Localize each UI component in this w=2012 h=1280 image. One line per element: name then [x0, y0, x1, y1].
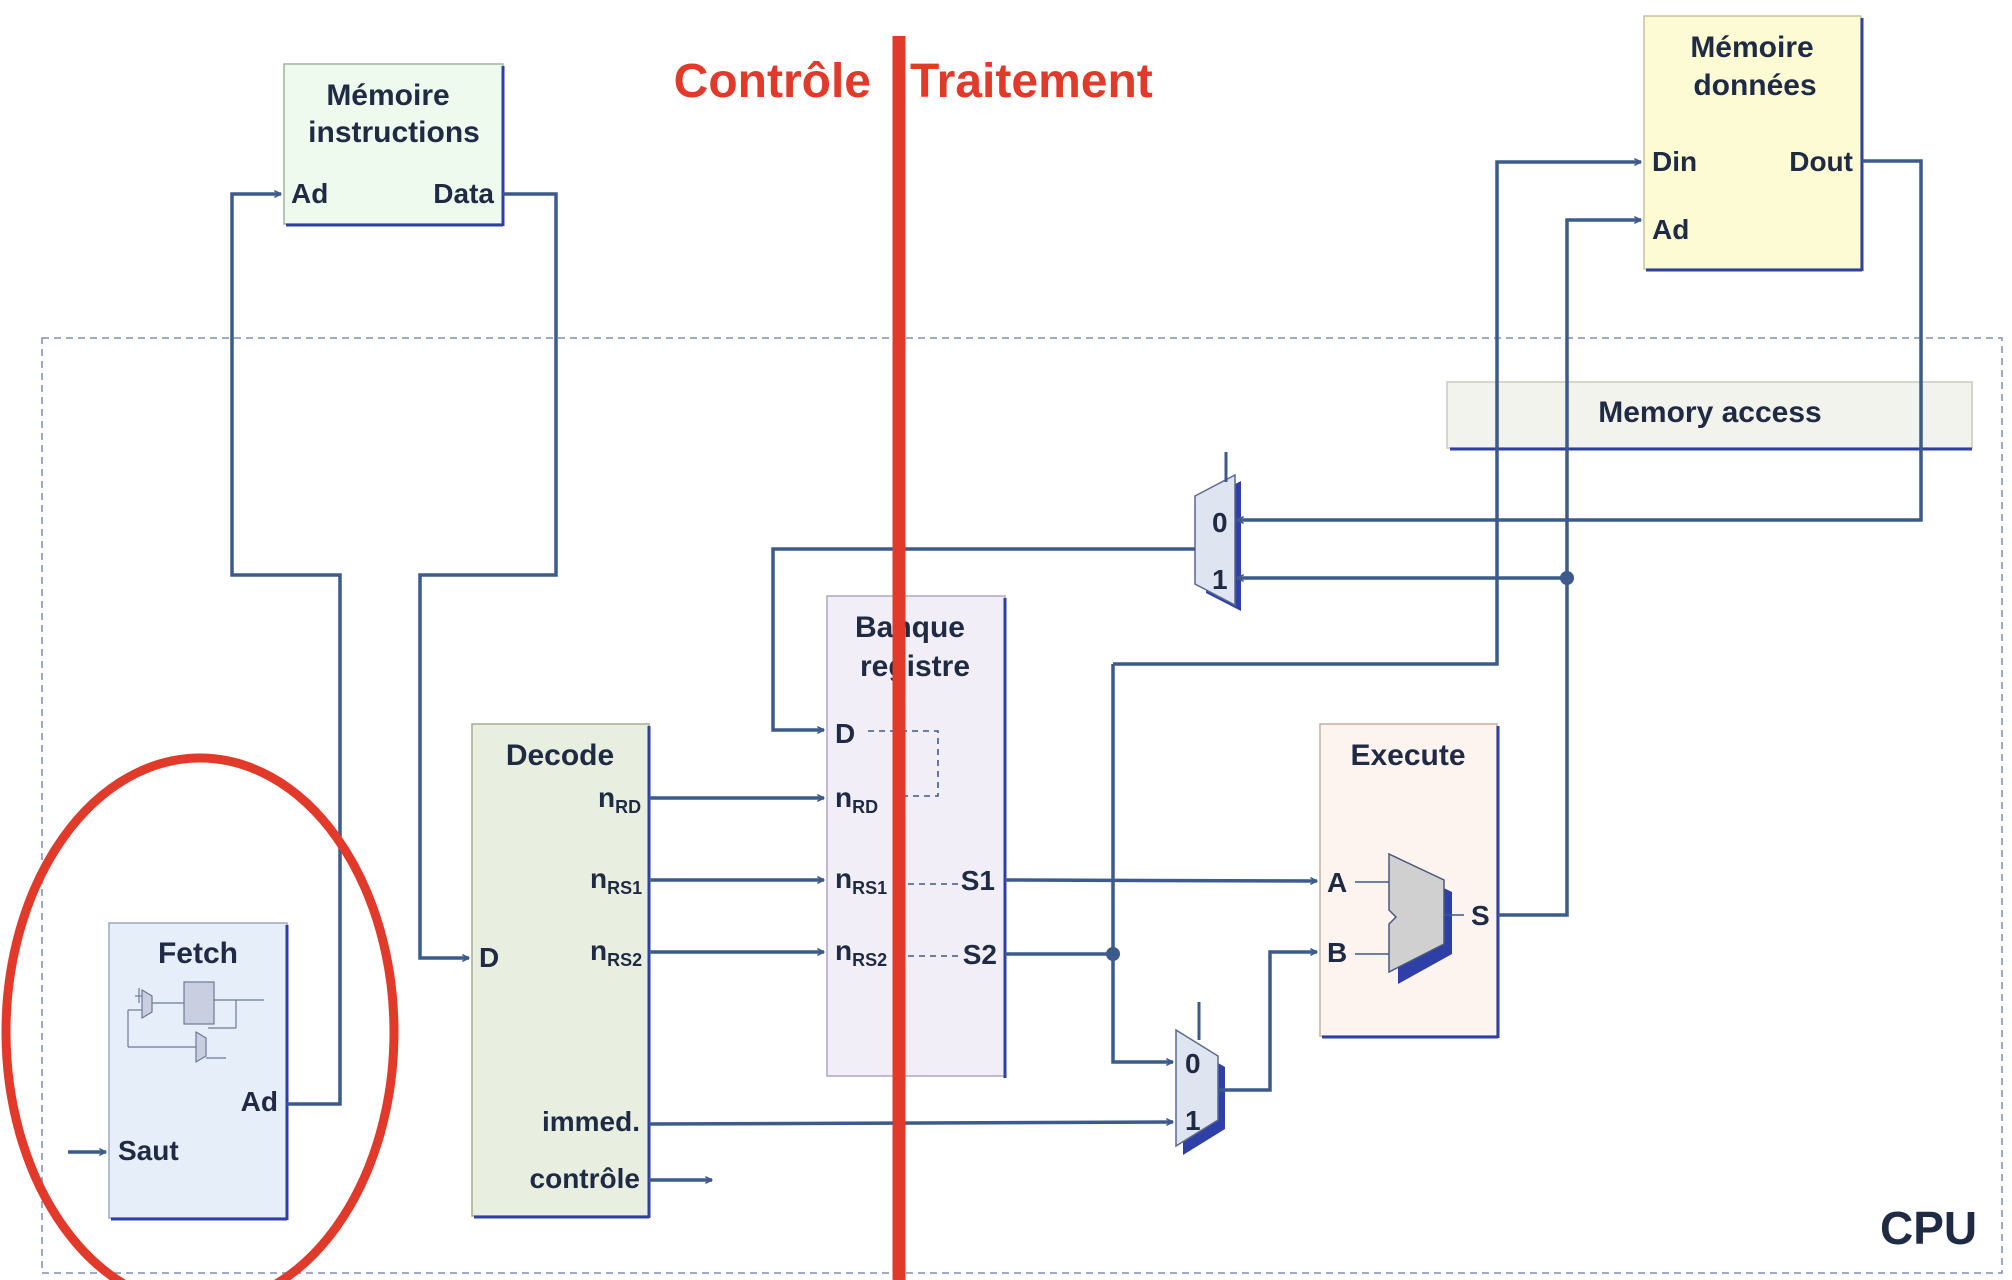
regbank-title-1: Banque — [855, 611, 965, 644]
regbank-port-s1: S1 — [961, 865, 995, 896]
decode-port-immed: immed. — [542, 1106, 640, 1137]
cpu-label: CPU — [1880, 1202, 1977, 1254]
data-memory: Mémoire données Din Dout Ad — [1643, 15, 1864, 272]
instr-memory-title-2: instructions — [308, 116, 480, 149]
operand-mux: 0 1 — [1175, 1002, 1225, 1155]
writeback-mux-in0: 0 — [1212, 507, 1228, 538]
wire-fetch-to-instr-mem — [230, 194, 342, 1106]
data-memory-port-ad: Ad — [1652, 214, 1689, 245]
regbank-port-nrs1: nRS1 — [835, 863, 887, 898]
fetch-port-saut: Saut — [118, 1135, 179, 1166]
fetch-mini-schematic — [127, 981, 264, 1064]
operand-mux-in1: 1 — [1185, 1105, 1201, 1136]
cpu-boundary — [41, 337, 2003, 1274]
decode-port-d: D — [479, 942, 499, 973]
data-memory-title-1: Mémoire — [1690, 31, 1813, 64]
decode-port-nrs1: nRS1 — [590, 863, 642, 898]
wires — [68, 159, 1923, 1180]
decode-block: Decode D nRD nRS1 nRS2 immed. contrôle — [471, 723, 651, 1219]
regbank-port-d: D — [835, 718, 855, 749]
register-bank: Banque registre D nRD nRS1 nRS2 S1 S2 — [826, 595, 1007, 1078]
instr-memory-port-data: Data — [433, 178, 494, 209]
regbank-port-nrs2: nRS2 — [835, 935, 887, 970]
operand-mux-in0: 0 — [1185, 1048, 1201, 1079]
execute-port-s: S — [1471, 900, 1490, 931]
wire-immed — [648, 1122, 1173, 1124]
data-memory-title-2: données — [1693, 69, 1816, 102]
decode-port-controle: contrôle — [530, 1163, 640, 1194]
data-memory-port-din: Din — [1652, 146, 1697, 177]
execute-port-a: A — [1327, 867, 1347, 898]
regbank-title-2: registre — [860, 650, 970, 683]
instr-memory-title-1: Mémoire — [326, 79, 449, 112]
writeback-mux-in1: 1 — [1212, 564, 1228, 595]
instruction-memory: Mémoire instructions Ad Data — [283, 63, 505, 227]
decode-title: Decode — [506, 739, 614, 772]
wire-instr-data-to-decode — [418, 192, 558, 958]
fetch-block: Fetch Ad Saut — [108, 922, 289, 1221]
fetch-title: Fetch — [158, 937, 238, 970]
execute-title: Execute — [1350, 739, 1465, 772]
wire-s2-to-mux0 — [1111, 664, 1173, 1062]
fetch-highlight-circle — [1, 753, 399, 1280]
processing-label: Traitement — [910, 55, 1153, 108]
memory-access-title: Memory access — [1598, 396, 1821, 429]
writeback-mux: 0 1 — [1194, 452, 1241, 611]
execute-block: Execute A B S — [1319, 723, 1500, 1039]
alu-icon — [1355, 852, 1464, 984]
memory-access-band — [1446, 381, 1973, 449]
decode-port-nrs2: nRS2 — [590, 935, 642, 970]
execute-port-b: B — [1327, 937, 1347, 968]
junction-alu — [1560, 571, 1574, 585]
wire-dout-to-mux0 — [1237, 159, 1923, 520]
wire-mux-to-b — [1218, 952, 1317, 1092]
wire-writeback-to-d — [771, 547, 1195, 730]
instr-memory-port-ad: Ad — [291, 178, 328, 209]
control-label: Contrôle — [674, 55, 871, 108]
data-memory-port-dout: Dout — [1789, 146, 1853, 177]
wire-s1-to-a — [1004, 880, 1317, 881]
fetch-port-ad: Ad — [241, 1086, 278, 1117]
junction-s2 — [1106, 947, 1120, 961]
decode-port-nrd: nRD — [598, 782, 641, 817]
regbank-port-nrd: nRD — [835, 782, 878, 817]
regbank-port-s2: S2 — [963, 939, 997, 970]
wire-s2-to-din — [1113, 162, 1641, 666]
wire-alu-s — [1498, 220, 1641, 917]
